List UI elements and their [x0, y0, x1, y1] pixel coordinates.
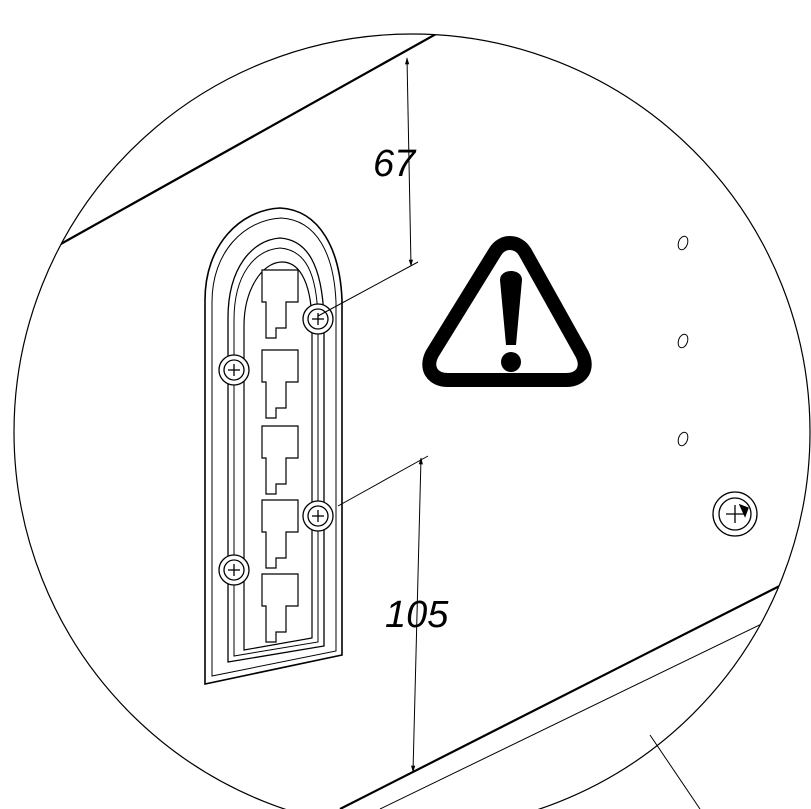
ground-screw-icon: [712, 491, 758, 537]
extension-line-top: [317, 261, 419, 317]
mounting-screws: [218, 303, 334, 586]
screw-upper-left: [218, 354, 250, 386]
panel-top-edge: [14, 34, 471, 279]
exclamation-triangle-icon: [422, 236, 592, 387]
extension-line-bottom: [337, 455, 429, 507]
callout-leader-line: [649, 734, 701, 809]
screw-lower-right: [302, 500, 334, 532]
connector-ports: [261, 269, 299, 643]
mounting-holes: [677, 235, 689, 447]
dimension-line-top: [405, 57, 413, 267]
dimension-label-bottom: 105: [385, 594, 449, 636]
dimension-line-bottom: [411, 457, 423, 773]
screw-top-right: [302, 303, 334, 335]
detail-circle-outline: [13, 33, 811, 809]
dimension-label-top: 67: [373, 143, 417, 185]
screw-lower-left: [218, 554, 250, 586]
